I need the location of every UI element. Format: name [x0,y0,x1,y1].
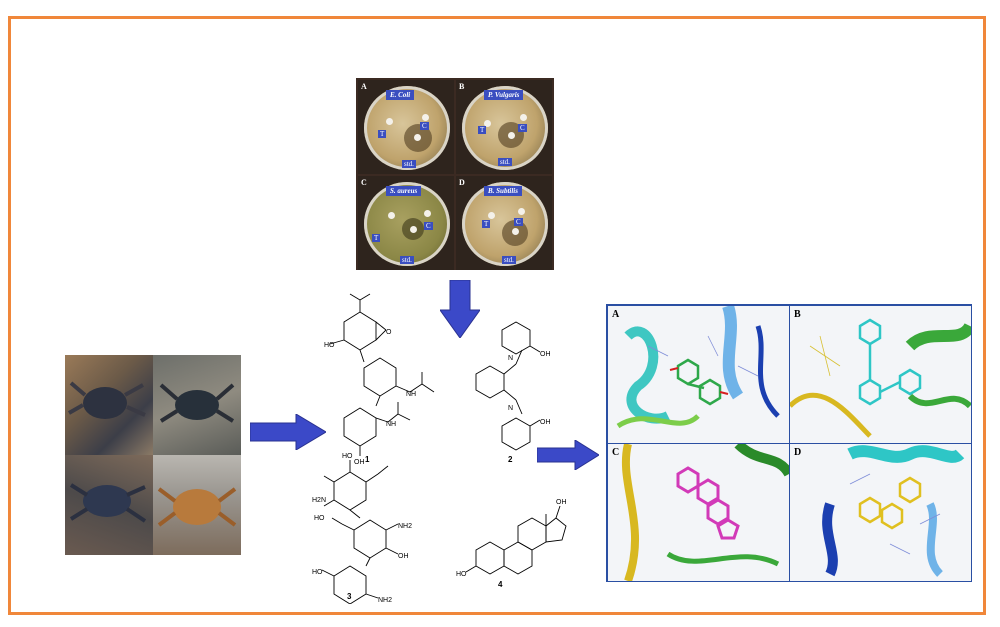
petri-dish-d: D B. Subtilis T C std. [456,176,552,270]
atom-label: NH2 [398,523,412,530]
crab-photo-tile [153,455,241,555]
tag-t: T [482,220,491,228]
agar-plate [462,182,548,266]
figure-frame [8,16,986,615]
tag-std: std. [402,160,416,168]
docking-panel-grid: A B C [606,304,972,582]
crab-photo-tile [65,355,153,455]
petri-dish-a: A E. Coli T C std. [358,80,454,174]
atom-label: HO [324,342,335,349]
right-arrow-icon [250,414,326,450]
organism-label: P. Vulgaris [484,90,524,100]
atom-label: OH [540,419,551,426]
organism-label: E. Coli [386,90,415,100]
petri-label: B [459,82,465,91]
atom-label: NH [406,391,416,398]
atom-label: HO [456,571,467,578]
compound-label-3: 3 [347,592,352,601]
disk-c [520,114,527,121]
organism-label: S. aureus [386,186,422,196]
disk-std [512,228,519,235]
agar-plate [364,182,450,266]
agar-plate [364,86,450,170]
atom-label: OH [398,553,409,560]
down-arrow-icon [440,280,480,338]
disk-std [410,226,417,233]
compound-label-2: 2 [508,455,513,464]
atom-label: OH [556,499,567,506]
petri-label: A [361,82,367,91]
disk-t [388,212,395,219]
disk-t [484,120,491,127]
tag-std: std. [498,158,512,166]
compound-label-4: 4 [498,580,503,589]
petri-label: C [361,178,367,187]
docking-panel-d: D [790,444,971,581]
crab-photo-tile [65,455,153,555]
tag-t: T [478,126,487,134]
atom-label: HO [312,569,323,576]
petri-dish-panel: A E. Coli T C std. B P. Vulgaris T C std… [356,78,554,270]
tag-std: std. [502,256,516,264]
disk-c [518,208,525,215]
tag-t: T [378,130,387,138]
docking-panel-c: C [608,444,789,581]
atom-label: N [508,355,513,362]
disk-t [488,212,495,219]
crab-photo [65,355,241,555]
tag-c: C [420,122,429,130]
atom-label: NH2 [378,597,392,604]
docking-panel-a: A [608,306,789,443]
tag-c: C [518,124,527,132]
organism-label: B. Subtilis [484,186,522,196]
docking-label: C [612,447,620,458]
compound-label-1: 1 [365,455,370,464]
docking-label: B [794,309,801,320]
petri-dish-c: C S. aureus T C std. [358,176,454,270]
docking-panel-b: B [790,306,971,443]
docking-label: D [794,447,802,458]
petri-dish-b: B P. Vulgaris T C std. [456,80,552,174]
tag-std: std. [400,256,414,264]
atom-label: HO [314,515,325,522]
crab-photo-tile [153,355,241,455]
atom-label: O [386,329,392,336]
atom-label: HO [342,453,353,460]
atom-label: H2N [312,497,326,504]
docking-label: A [612,309,620,320]
petri-label: D [459,178,465,187]
chemical-structures: HO O NH NH OH OH OH N N H2N HO NH2 OH HO… [290,292,600,605]
disk-std [414,134,421,141]
structure-drawing: HO O NH NH OH OH OH N N H2N HO NH2 OH HO… [312,293,567,605]
disk-std [508,132,515,139]
right-arrow-icon [537,440,599,470]
tag-c: C [514,218,523,226]
disk-c [424,210,431,217]
atom-label: NH [386,421,396,428]
disk-c [422,114,429,121]
atom-label: N [508,405,513,412]
disk-t [386,118,393,125]
atom-label: OH [354,459,365,466]
tag-t: T [372,234,381,242]
atom-label: OH [540,351,551,358]
tag-c: C [424,222,433,230]
